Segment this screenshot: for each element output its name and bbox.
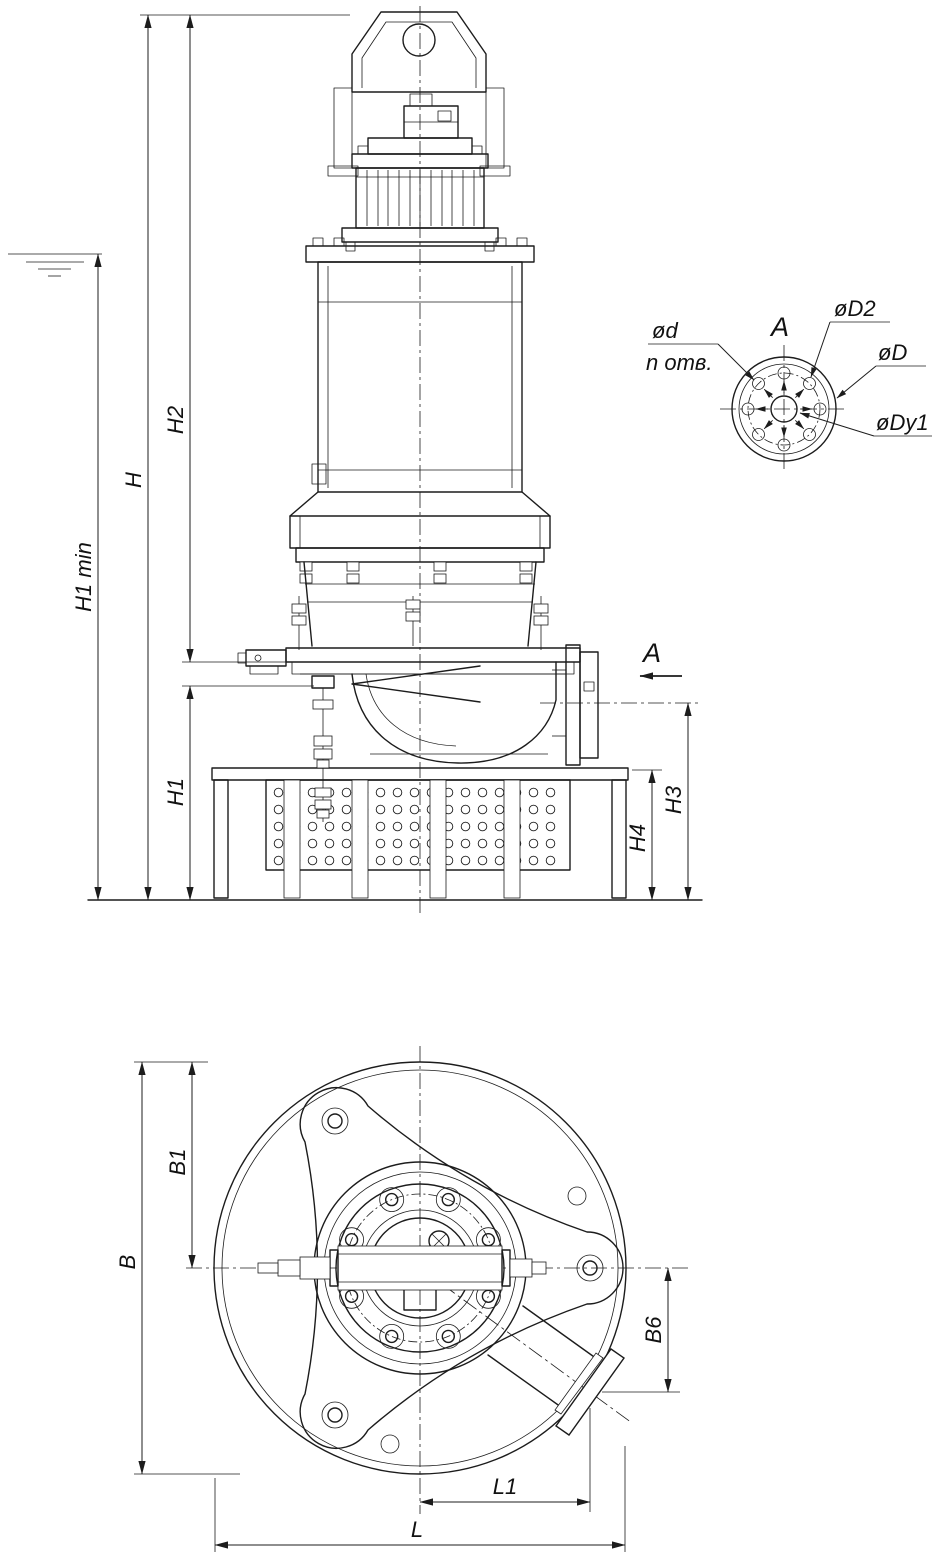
dim-label-b: B <box>115 1255 140 1270</box>
top-dimensions: B B1 B6 L1 L <box>115 1061 680 1552</box>
cable-entry-box <box>403 93 459 139</box>
callout-label-dy1: øDy1 <box>876 410 929 435</box>
front-view: H1 min H H2 H1 H3 H4 A <box>8 6 703 914</box>
flange-outer-circle <box>731 356 837 462</box>
anchor-bolt <box>311 675 335 822</box>
callout-hole-dia: ød n отв. <box>646 318 755 381</box>
dim-label-b6: B6 <box>641 1316 666 1344</box>
clamp-bar <box>257 1245 547 1291</box>
cooling-ribs <box>366 170 475 226</box>
flange-bore <box>770 395 798 423</box>
dim-label-h4: H4 <box>625 824 650 852</box>
discharge-flange-top <box>555 1348 625 1436</box>
detail-title: A <box>769 312 789 342</box>
discharge-flange <box>540 644 700 766</box>
base-plate-outline <box>213 1061 627 1475</box>
front-dimensions: H1 min H H2 H1 H3 H4 <box>71 14 692 901</box>
dim-label-h1-min: H1 min <box>71 542 96 612</box>
dim-label-h1: H1 <box>163 778 188 806</box>
callout-label-d2: øD2 <box>834 296 876 321</box>
base-stand <box>211 767 629 899</box>
bracket-bolts <box>321 1107 604 1454</box>
section-label-a: A <box>641 638 661 668</box>
top-view: B B1 B6 L1 L <box>115 1046 690 1552</box>
bolt-circle <box>747 372 821 446</box>
flange-detail-view: A ød n отв. <box>646 296 932 473</box>
lifting-handle <box>327 11 511 177</box>
mounting-plate <box>237 647 581 703</box>
callout-bolt-circle: øD2 <box>810 296 890 378</box>
dim-label-b1: B1 <box>165 1149 190 1176</box>
dim-label-h: H <box>121 472 146 488</box>
callout-label-n-holes: n отв. <box>646 350 713 375</box>
dim-label-l1: L1 <box>493 1474 517 1499</box>
motor-housing <box>289 261 551 517</box>
dim-label-l: L <box>411 1517 423 1542</box>
strainer <box>265 779 571 871</box>
discharge-pipe-top <box>487 1305 625 1436</box>
bracket-plate <box>299 1087 624 1449</box>
callout-label-d: ød <box>652 318 678 343</box>
callout-label-D: øD <box>878 340 907 365</box>
callout-outer-dia: øD <box>836 340 926 399</box>
hole-pointer-arrows <box>755 380 813 438</box>
callout-bore: øDy1 <box>799 410 932 437</box>
dim-label-h3: H3 <box>661 785 686 814</box>
motor-top-cap <box>341 137 499 252</box>
pump-casing <box>289 515 551 650</box>
section-arrow-a: A <box>639 638 682 680</box>
water-level-symbol <box>8 253 102 277</box>
dim-label-h2: H2 <box>163 406 188 434</box>
volute-body <box>351 661 557 764</box>
flange-bolt-holes <box>741 366 827 452</box>
